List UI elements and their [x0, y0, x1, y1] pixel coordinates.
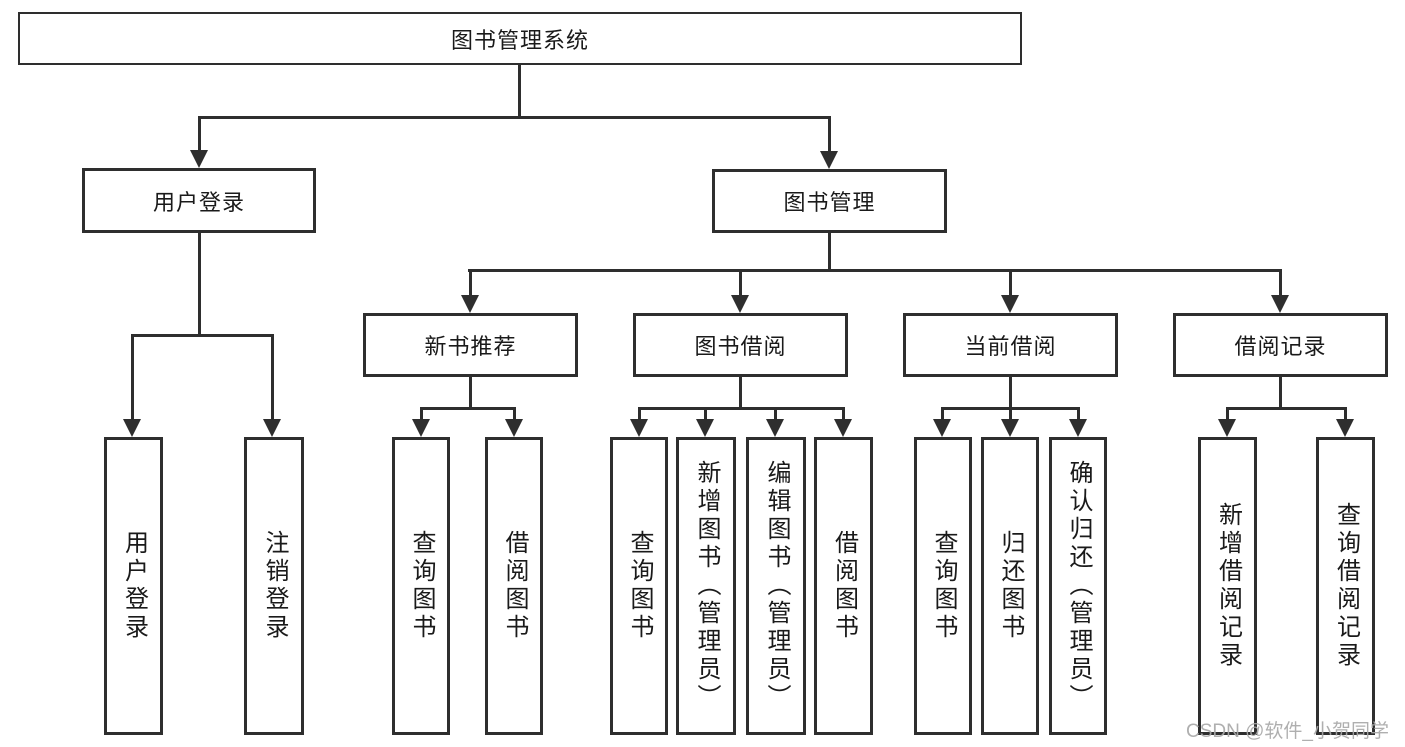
leaf-borrow-borrow-books-label: 借阅图书 [830, 530, 858, 642]
leaf-confirm-return-admin: 确认归还（管理员） [1049, 437, 1107, 735]
leaf-user-login: 用户登录 [104, 437, 163, 735]
leaf-borrow-query-books: 查询图书 [610, 437, 668, 735]
connector-line [198, 232, 201, 337]
leaf-recommend-query-books: 查询图书 [392, 437, 450, 735]
connector-line [1279, 377, 1282, 410]
node-book-management: 图书管理 [712, 169, 947, 233]
leaf-current-query-books-label: 查询图书 [930, 530, 957, 642]
leaf-return-books-label: 归还图书 [997, 530, 1024, 642]
node-current-borrow: 当前借阅 [903, 313, 1118, 377]
node-user-login-label: 用户登录 [152, 189, 245, 215]
leaf-return-books: 归还图书 [981, 437, 1039, 735]
arrow-down-icon [123, 334, 141, 437]
arrow-down-icon [412, 407, 430, 437]
node-new-book-recommend-label: 新书推荐 [424, 334, 517, 359]
leaf-borrow-query-books-label: 查询图书 [626, 530, 653, 642]
node-borrow-records: 借阅记录 [1173, 313, 1388, 377]
node-book-borrow: 图书借阅 [633, 313, 848, 377]
leaf-edit-books-admin: 编辑图书（管理员） [746, 437, 806, 735]
leaf-confirm-return-admin-label: 确认归还（管理员） [1065, 460, 1092, 712]
arrow-down-icon [834, 407, 852, 437]
leaf-add-books-admin: 新增图书（管理员） [676, 437, 736, 735]
arrow-down-icon [630, 407, 648, 437]
node-new-book-recommend: 新书推荐 [363, 313, 578, 377]
connector-line [420, 407, 516, 410]
node-current-borrow-label: 当前借阅 [964, 334, 1057, 359]
connector-line [828, 233, 831, 272]
leaf-current-query-books: 查询图书 [914, 437, 972, 735]
arrow-down-icon [190, 117, 208, 168]
arrow-down-icon [1271, 269, 1289, 313]
csdn-watermark: CSDN @软件_小贺同学 [1186, 721, 1389, 742]
arrow-down-icon [820, 117, 838, 169]
leaf-add-borrow-record: 新增借阅记录 [1198, 437, 1257, 735]
connector-line [638, 407, 845, 410]
arrow-down-icon [1218, 407, 1236, 437]
connector-line [518, 64, 521, 119]
node-root: 图书管理系统 [18, 12, 1022, 65]
node-book-management-label: 图书管理 [783, 190, 876, 215]
leaf-query-borrow-record: 查询借阅记录 [1316, 437, 1375, 735]
connector-line [131, 334, 274, 337]
arrow-down-icon [696, 407, 714, 437]
leaf-edit-books-admin-label: 编辑图书（管理员） [763, 460, 790, 712]
connector-line [1226, 407, 1346, 410]
connector-line [1009, 377, 1012, 410]
leaf-logout: 注销登录 [244, 437, 304, 735]
arrow-down-icon [1336, 407, 1354, 437]
arrow-down-icon [1001, 269, 1019, 313]
arrow-down-icon [263, 334, 281, 437]
arrow-down-icon [1001, 407, 1019, 437]
leaf-add-books-admin-label: 新增图书（管理员） [693, 460, 720, 712]
arrow-down-icon [1069, 407, 1087, 437]
node-root-label: 图书管理系统 [450, 27, 589, 53]
arrow-down-icon [461, 269, 479, 313]
leaf-user-login-label: 用户登录 [120, 530, 148, 642]
leaf-borrow-borrow-books: 借阅图书 [814, 437, 873, 735]
connector-line [469, 377, 472, 410]
leaf-recommend-borrow-books-label: 借阅图书 [501, 530, 528, 642]
connector-line [739, 377, 742, 410]
leaf-add-borrow-record-label: 新增借阅记录 [1214, 502, 1242, 670]
leaf-logout-label: 注销登录 [261, 530, 288, 642]
arrow-down-icon [731, 269, 749, 313]
leaf-recommend-query-books-label: 查询图书 [408, 530, 435, 642]
leaf-query-borrow-record-label: 查询借阅记录 [1332, 502, 1360, 670]
arrow-down-icon [766, 407, 784, 437]
node-borrow-records-label: 借阅记录 [1234, 334, 1327, 359]
arrow-down-icon [505, 407, 523, 437]
connector-line [198, 116, 831, 119]
connector-line [468, 269, 1281, 272]
arrow-down-icon [933, 407, 951, 437]
node-book-borrow-label: 图书借阅 [694, 334, 787, 359]
node-user-login: 用户登录 [82, 168, 316, 233]
leaf-recommend-borrow-books: 借阅图书 [485, 437, 543, 735]
